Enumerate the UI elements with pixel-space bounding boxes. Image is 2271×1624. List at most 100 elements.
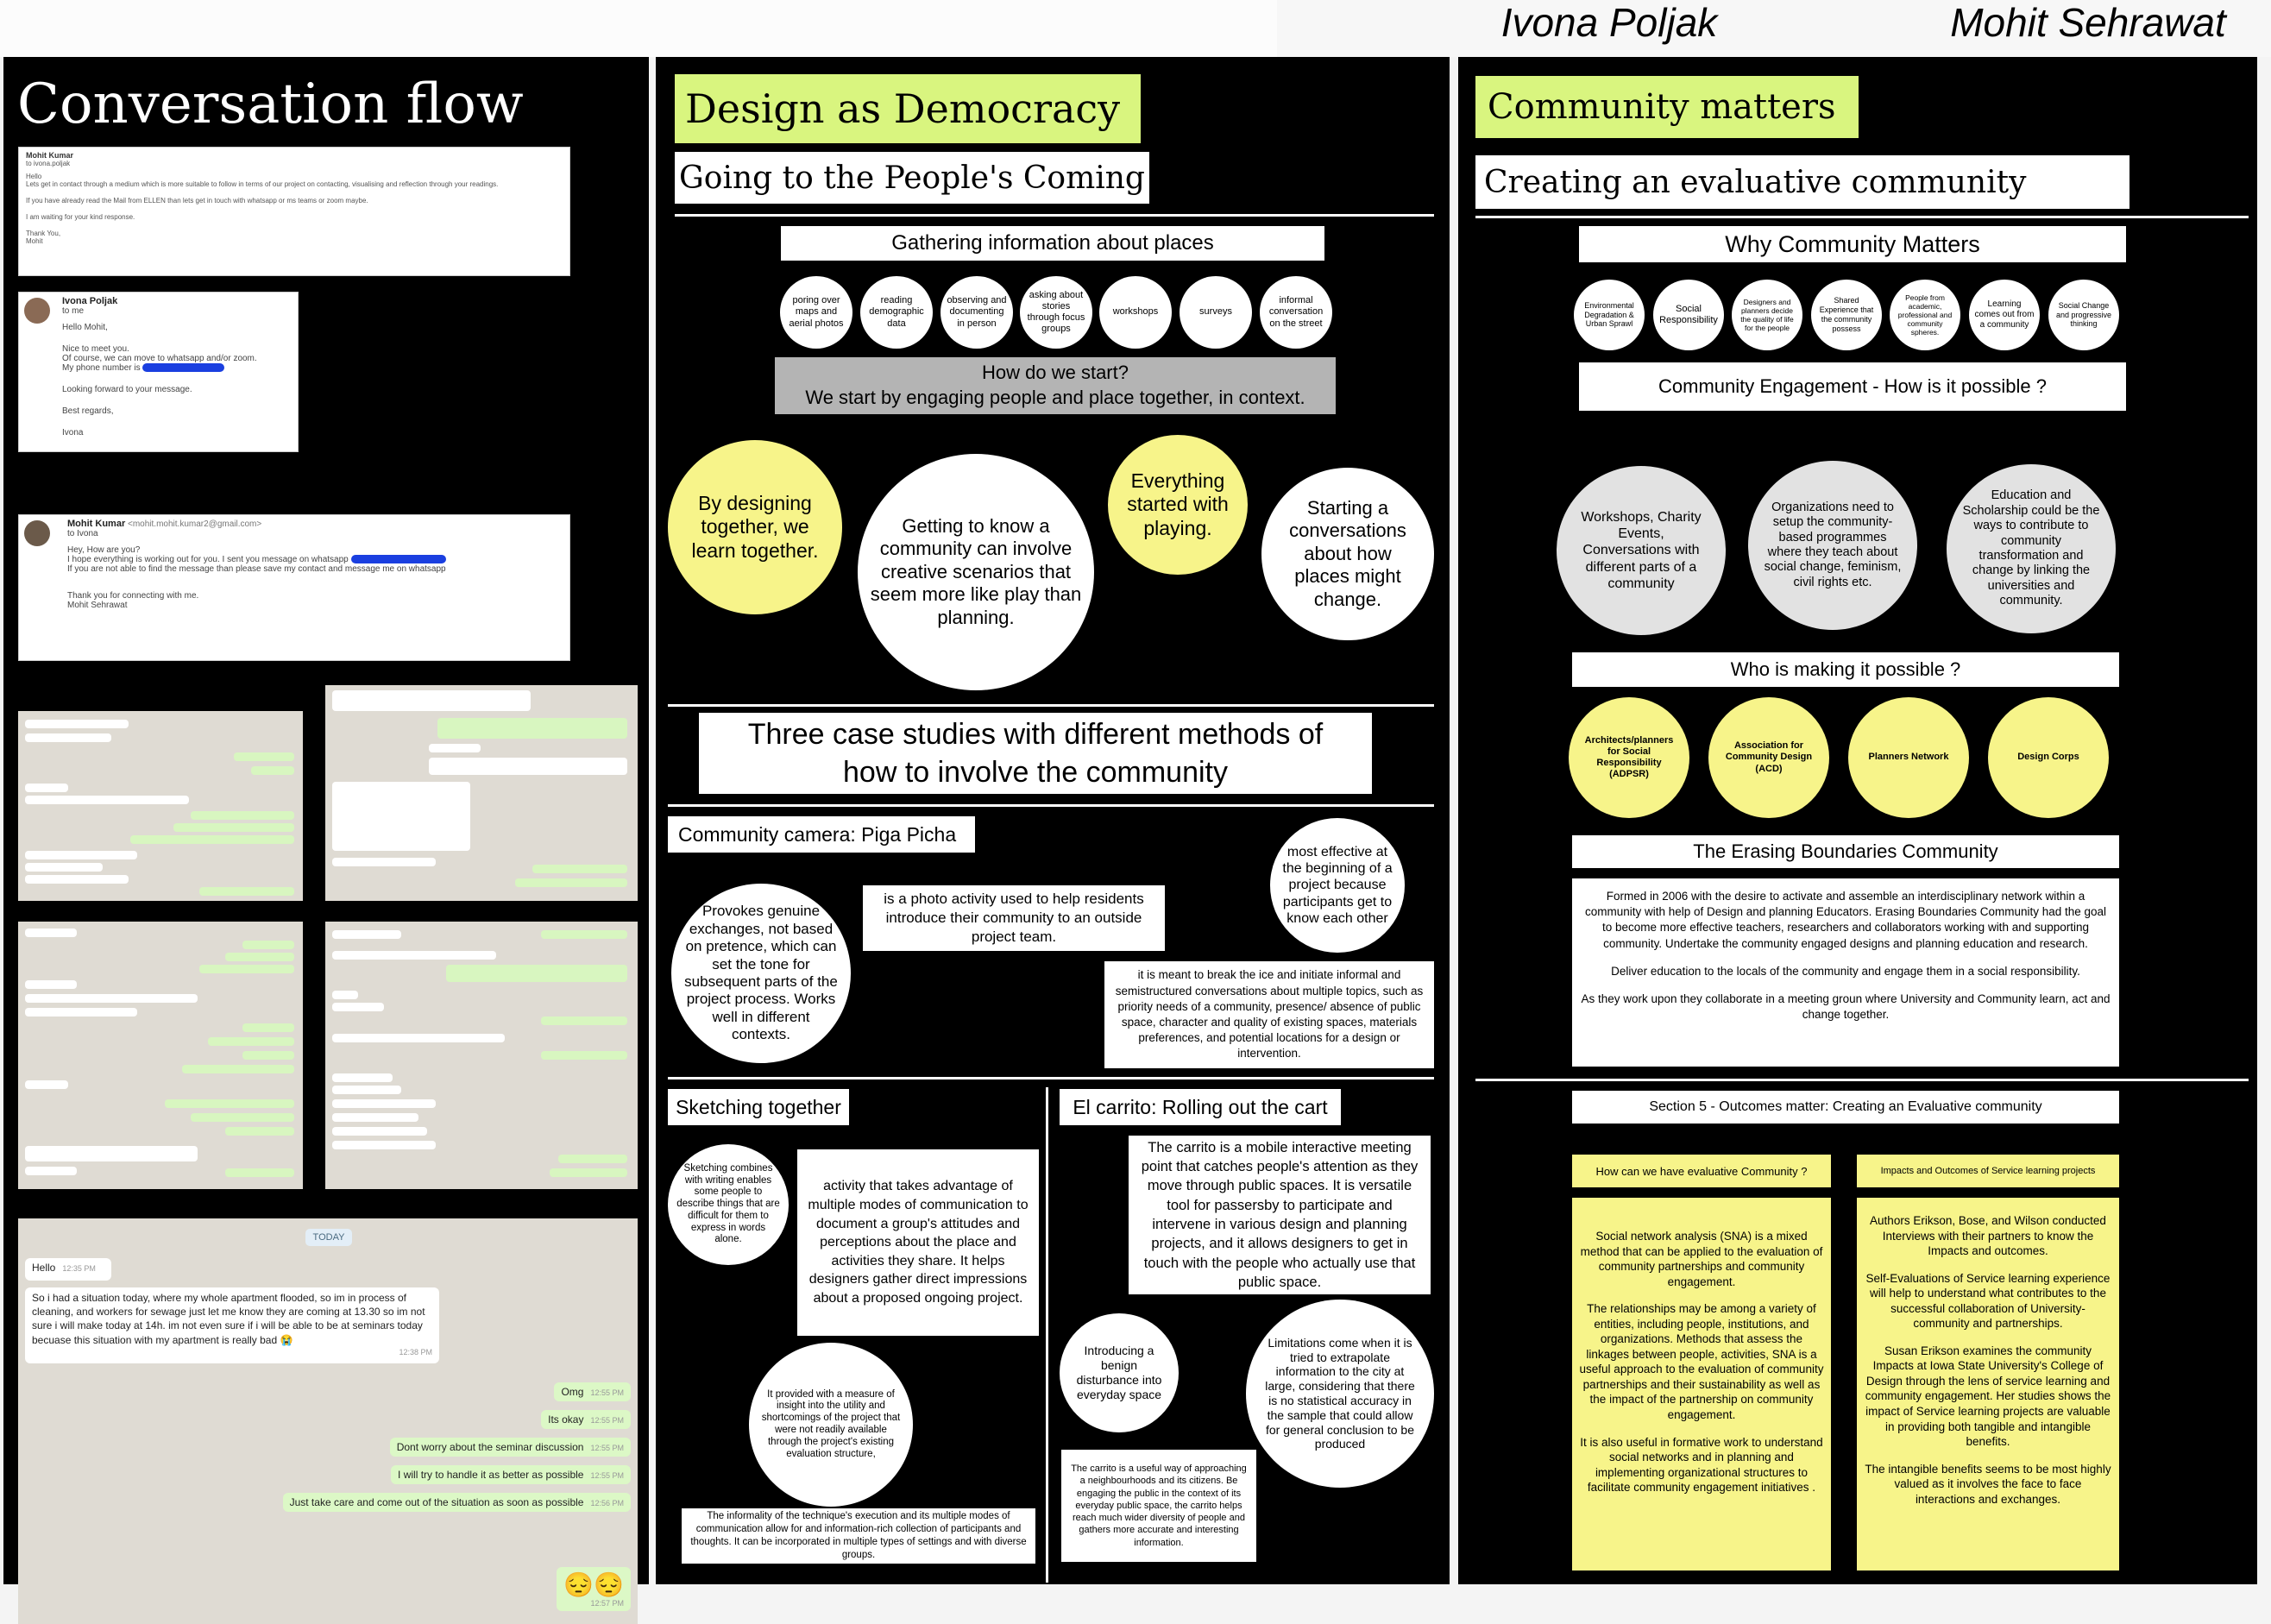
gathering-heading: Gathering information about places [781, 226, 1324, 261]
email-sender: Mohit Kumar [26, 151, 73, 160]
email-screenshot-2: Ivona Poljak to me Hello Mohit, Nice to … [18, 292, 299, 452]
who-heading: Who is making it possible ? [1572, 652, 2119, 687]
method-circle: poring over maps and aerial photos [780, 276, 852, 349]
case-circle: Introducing a benign disturbance into ev… [1060, 1313, 1179, 1432]
erasing-text-box: Formed in 2006 with the desire to activa… [1572, 878, 2119, 1067]
email-recipient: to me [62, 306, 85, 316]
message-text: I will try to handle it as better as pos… [398, 1469, 584, 1481]
case-box: activity that takes advantage of multipl… [797, 1149, 1039, 1336]
idea-circle: Getting to know a community can involve … [858, 454, 1094, 690]
community-panel: Community matters Creating an evaluative… [1458, 57, 2257, 1584]
section-subtitle: Going to the People's Coming [675, 152, 1149, 204]
email-line: I hope everything is working out for you… [67, 555, 349, 564]
why-circle: Shared Experience that the community pos… [1811, 280, 1882, 350]
email-line: Thank you for connecting with me. [67, 591, 199, 601]
start-box: How do we start? We start by engaging pe… [775, 357, 1336, 414]
email-line: Mohit Sehrawat [67, 601, 128, 610]
email-line: Nice to meet you. [62, 344, 129, 354]
outgoing-message: 😔😔12:57 PM [557, 1567, 631, 1611]
idea-circle: Everything started with playing. [1108, 435, 1248, 575]
message-time: 12:55 PM [590, 1388, 624, 1397]
message-time: 12:55 PM [590, 1471, 624, 1480]
incoming-message: So i had a situation today, where my who… [25, 1287, 439, 1363]
org-circle: Association for Community Design (ACD) [1708, 697, 1829, 818]
case-box: it is meant to break the ice and initiat… [1104, 961, 1434, 1068]
why-circle: Social Responsibility [1653, 280, 1724, 350]
why-circle: Environmental Degradation & Urban Sprawl [1574, 280, 1645, 350]
erasing-paragraph: As they work upon they collaborate in a … [1581, 992, 2111, 1022]
why-circle: People from academic, professional and c… [1890, 280, 1960, 350]
engagement-circle: Organizations need to setup the communit… [1748, 461, 1917, 630]
case-circle: Sketching combines with writing enables … [668, 1144, 789, 1265]
divider [1475, 1079, 2249, 1081]
author-name-2: Mohit Sehrawat [1950, 0, 2226, 45]
start-question: How do we start? [982, 362, 1129, 383]
message-time: 12:55 PM [590, 1444, 624, 1452]
divider [668, 1077, 1434, 1080]
org-circle: Design Corps [1988, 697, 2109, 818]
org-circle: Architects/planners for Social Responsib… [1569, 697, 1689, 818]
redaction-mark [350, 555, 446, 564]
email-line: If you have already read the Mail from E… [26, 197, 368, 205]
case-box: is a photo activity used to help residen… [863, 885, 1165, 951]
why-circle: Social Change and progressive thinking [2048, 280, 2119, 350]
email-line: Hello [26, 173, 42, 180]
engagement-circle: Education and Scholarship could be the w… [1947, 464, 2116, 633]
email-line: I am waiting for your kind response. [26, 213, 135, 221]
redaction-mark [142, 363, 225, 373]
case-title-sketch: Sketching together [668, 1089, 849, 1125]
case-box: The carrito is a useful way of approachi… [1061, 1450, 1256, 1562]
divider [668, 704, 1434, 707]
message-text: Its okay [548, 1413, 584, 1426]
message-time: 12:55 PM [590, 1416, 624, 1425]
outgoing-message: I will try to handle it as better as pos… [391, 1465, 631, 1484]
message-time: 12:57 PM [590, 1599, 624, 1608]
org-circle: Planners Network [1848, 697, 1969, 818]
impacts-text-box: Authors Erikson, Bose, and Wilson conduc… [1857, 1198, 2119, 1570]
method-circle: workshops [1099, 276, 1172, 349]
evaluative-paragraph: Social network analysis (SNA) is a mixed… [1580, 1230, 1823, 1288]
idea-circle: By designing together, we learn together… [668, 440, 842, 614]
divider [675, 214, 1434, 217]
header-white-strip [0, 0, 1277, 57]
email-line: Thank You, [26, 230, 61, 237]
message-text: Omg [561, 1386, 584, 1398]
section5-heading: Section 5 - Outcomes matter: Creating an… [1572, 1091, 2119, 1124]
email-line: Best regards, [62, 406, 114, 416]
message-time: 12:38 PM [399, 1347, 432, 1356]
evaluative-text-box: Social network analysis (SNA) is a mixed… [1572, 1198, 1831, 1570]
idea-circle: Starting a conversations about how place… [1261, 468, 1434, 640]
email-screenshot-3: Mohit Kumar <mohit.mohit.kumar2@gmail.co… [18, 514, 570, 661]
case-title-piga: Community camera: Piga Picha [668, 816, 975, 853]
case-circle: Limitations come when it is tried to ext… [1246, 1300, 1434, 1488]
erasing-heading: The Erasing Boundaries Community [1572, 835, 2119, 868]
chat-screenshot-thumb-2 [325, 685, 638, 901]
outgoing-message: Omg 12:55 PM [554, 1382, 631, 1401]
engagement-circle: Workshops, Charity Events, Conversations… [1557, 466, 1726, 635]
divider [668, 804, 1434, 807]
date-chip: TODAY [305, 1229, 352, 1246]
email-recipient: to Ivona [67, 529, 98, 538]
question-right: Impacts and Outcomes of Service learning… [1857, 1155, 2119, 1187]
case-box: The informality of the technique's execu… [682, 1508, 1035, 1564]
email-address: <mohit.mohit.kumar2@gmail.com> [128, 519, 262, 529]
evaluative-paragraph: The relationships may be among a variety… [1579, 1302, 1824, 1422]
start-answer: We start by engaging people and place to… [805, 386, 1305, 408]
impacts-paragraph: Susan Erikson examines the community Imp… [1865, 1344, 2111, 1449]
email-line: My phone number is [62, 363, 141, 373]
outgoing-message: Its okay 12:55 PM [541, 1410, 631, 1429]
email-line: Looking forward to your message. [62, 385, 192, 394]
author-name-1: Ivona Poljak [1500, 0, 1718, 45]
email-line: If you are not able to find the message … [67, 564, 446, 574]
erasing-paragraph: Deliver education to the locals of the c… [1611, 964, 2080, 978]
engagement-heading: Community Engagement - How is it possibl… [1579, 362, 2126, 411]
design-democracy-panel: Design as Democracy Going to the People'… [656, 57, 1450, 1584]
conversation-title: Conversation flow [17, 72, 524, 136]
case-circle: Provokes genuine exchanges, not based on… [671, 884, 851, 1063]
method-circle: observing and documenting in person [940, 276, 1013, 349]
impacts-paragraph: Authors Erikson, Bose, and Wilson conduc… [1870, 1214, 2106, 1258]
why-circle: Learning comes out from a community [1969, 280, 2040, 350]
conversation-panel: Conversation flow Mohit Kumar to ivona.p… [3, 57, 649, 1624]
